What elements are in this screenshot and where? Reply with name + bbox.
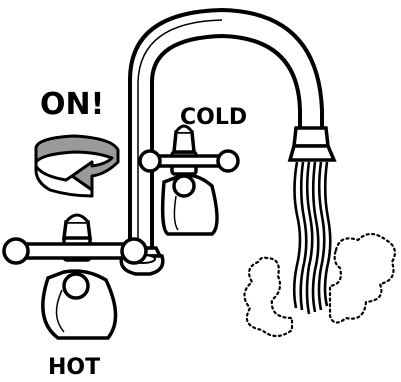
- faucet-spout: [130, 10, 322, 252]
- on-label: ON!: [40, 87, 104, 122]
- cold-tap: [140, 126, 238, 234]
- water-stream: [294, 162, 330, 314]
- hot-tap: [4, 215, 146, 338]
- cold-label: COLD: [180, 105, 247, 130]
- rotate-arrow-icon: [36, 136, 118, 196]
- hot-label: HOT: [48, 355, 100, 380]
- spout-nozzle: [290, 128, 334, 160]
